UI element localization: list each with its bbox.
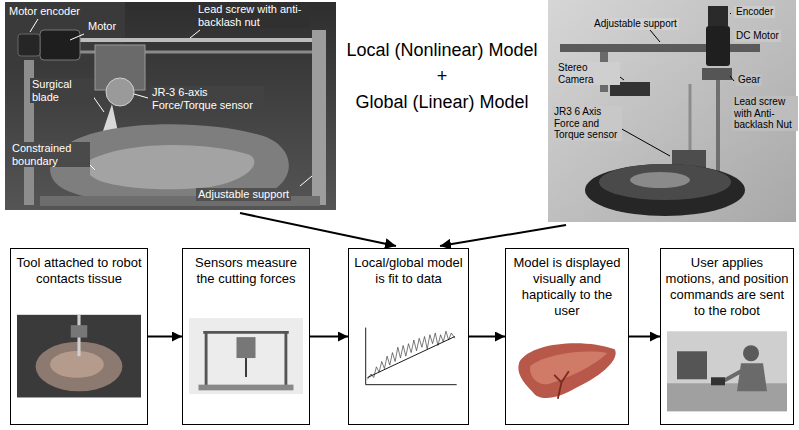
- flow-arrow: [310, 336, 348, 338]
- box-text: Sensors measure the cutting forces: [183, 249, 309, 287]
- box-text: Tool attached to robot contacts tissue: [11, 249, 147, 287]
- force-plot: [355, 294, 462, 418]
- photo-arrow: [240, 213, 396, 246]
- liver-model: [512, 325, 622, 418]
- flow-arrow: [629, 336, 660, 338]
- part-label: JR3 6 Axis Force and Torque sensor: [552, 106, 622, 141]
- part-label: Lead screw with Anti-backlash Nut: [732, 96, 798, 131]
- part-label: Encoder: [734, 6, 775, 18]
- part-label: Motor encoder: [7, 5, 82, 18]
- part-label: JR-3 6-axis Force/Torque sensor: [150, 86, 264, 111]
- box-text: Model is displayed visually and haptical…: [506, 249, 628, 318]
- part-label: Surgical blade: [30, 78, 94, 103]
- part-label: DC Motor: [734, 30, 781, 42]
- flow-arrow: [469, 336, 505, 338]
- tissue-photo: [17, 294, 141, 418]
- part-label: Lead screw with anti-backlash nut: [196, 3, 310, 28]
- part-label: Motor: [86, 20, 118, 33]
- part-label: Stereo Camera: [556, 62, 620, 85]
- model-heading: +: [437, 66, 448, 87]
- part-label: Gear: [736, 74, 762, 86]
- part-label: Adjustable support: [592, 18, 679, 30]
- photo-arrow: [440, 225, 566, 246]
- model-heading: Local (Nonlinear) Model: [346, 40, 537, 61]
- part-label: Constrained boundary: [10, 142, 90, 167]
- process-box: Local/global model is fit to data: [348, 248, 469, 425]
- process-box: Sensors measure the cutting forces: [182, 248, 310, 425]
- process-box: User applies motions, and position comma…: [660, 248, 794, 425]
- sensor-rig-photo: [189, 294, 303, 418]
- flow-arrow: [148, 336, 182, 338]
- box-text: User applies motions, and position comma…: [661, 249, 793, 318]
- box-text: Local/global model is fit to data: [349, 249, 468, 287]
- model-heading: Global (Linear) Model: [355, 92, 528, 113]
- user-photo: [667, 325, 787, 418]
- process-box: Model is displayed visually and haptical…: [505, 248, 629, 425]
- part-label: Adjustable support: [196, 188, 291, 201]
- process-box: Tool attached to robot contacts tissue: [10, 248, 148, 425]
- cutting-rig-photo: [5, 2, 336, 210]
